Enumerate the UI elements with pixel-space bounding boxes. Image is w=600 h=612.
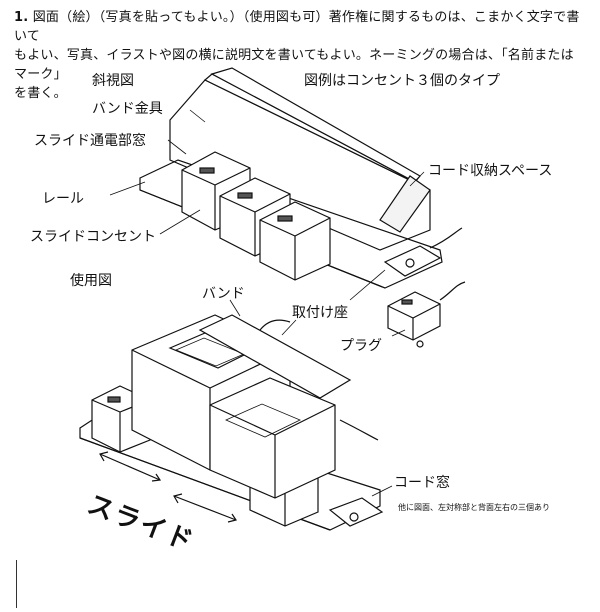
label-example-note: 図例はコンセント３個のタイプ — [304, 73, 500, 89]
plug-drawing — [387, 281, 466, 348]
usage-view-drawing — [79, 314, 384, 531]
leader-lines-bottom — [229, 299, 393, 497]
label-plug: プラグ — [340, 338, 382, 354]
label-mount: 取付け座 — [292, 305, 348, 321]
label-usage-view: 使用図 — [70, 273, 112, 289]
label-slide-window: スライド通電部窓 — [34, 133, 146, 149]
ac-adapter-2 — [209, 377, 336, 499]
band-drawing — [198, 314, 352, 399]
instruction-line-3: を書く。 — [14, 86, 67, 101]
leader-lines-top — [109, 109, 425, 337]
slide-outlet-3 — [259, 201, 331, 281]
label-rail: レール — [42, 191, 84, 207]
label-note-small: 他に図面、左対称部と背面左右の三個あり — [398, 503, 550, 512]
mount-tab — [383, 245, 442, 277]
label-band: バンド — [202, 286, 245, 302]
slide-arrows — [99, 451, 237, 523]
instruction-line-2: もよい、写真、イラストや図の横に説明文を書いてもよい。ネーミングの場合は、「名前… — [14, 48, 574, 82]
label-cord-storage: コード収納スペース — [428, 163, 553, 179]
instruction-line-1: 図面（絵）（写真を貼ってもよい。）（使用図も可）著作権に関するものは、こまかく文… — [14, 10, 580, 44]
margin-rule — [16, 560, 17, 608]
instruction-text: 1. 図面（絵）（写真を貼ってもよい。）（使用図も可）著作権に関するものは、こま… — [14, 8, 586, 103]
label-slide-outlet: スライドコンセント — [30, 229, 156, 245]
label-band-bracket: バンド金具 — [92, 101, 163, 117]
label-cord-window: コード窓 — [394, 475, 450, 491]
section-number: 1. — [14, 10, 29, 25]
label-oblique-view: 斜視図 — [92, 73, 134, 89]
oblique-view-drawing — [139, 67, 466, 348]
